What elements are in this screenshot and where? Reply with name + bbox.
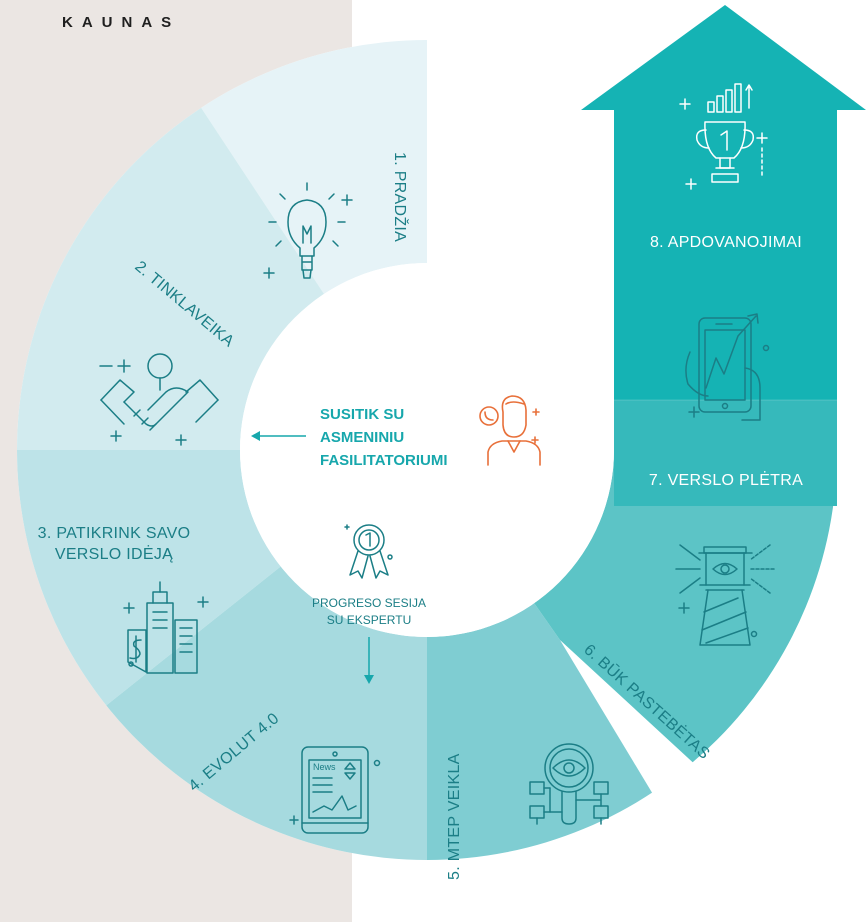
meet-line-2: ASMENINIU	[320, 429, 404, 446]
meet-line-3: FASILITATORIUMI	[320, 452, 448, 469]
eye-network-icon	[529, 743, 609, 825]
progress-line-2: SU EKSPERTU	[327, 613, 411, 627]
phone-growth-icon	[685, 313, 770, 421]
label-step-1: 1. PRADŽIA	[391, 152, 410, 242]
lightbulb-icon	[263, 182, 353, 279]
progress-line-1: PROGRESO SESIJA	[312, 596, 426, 610]
meet-line-1: SUSITIK SU	[320, 406, 404, 423]
center-disc	[240, 263, 614, 637]
label-step-7: 7. VERSLO PLĖTRA	[649, 470, 803, 489]
segment-apdovanojimai-arrow	[581, 5, 866, 400]
arrow-down-to-mtep	[364, 637, 374, 684]
trophy-icon	[679, 83, 768, 190]
label-step-5: 5. MTEP VEIKLA	[446, 753, 463, 880]
medal-icon	[344, 524, 393, 579]
label-step-8: 8. APDOVANOJIMAI	[650, 234, 802, 251]
arrow-left-to-tinklaveika	[251, 431, 306, 441]
news-tablet-icon: News	[289, 746, 381, 834]
facilitator-headset-icon	[479, 395, 541, 466]
label-step-3-line-2: VERSLO IDĖJĄ	[55, 544, 173, 563]
city-buildings-icon	[123, 581, 209, 674]
label-step-3-line-1: 3. PATIKRINK SAVO	[38, 525, 191, 542]
handshake-icon	[99, 353, 219, 446]
svg-text:News: News	[313, 762, 336, 772]
brand-title: KAUNAS	[62, 14, 180, 31]
lighthouse-icon	[675, 544, 775, 646]
segment-verslo-pletra	[614, 400, 837, 506]
